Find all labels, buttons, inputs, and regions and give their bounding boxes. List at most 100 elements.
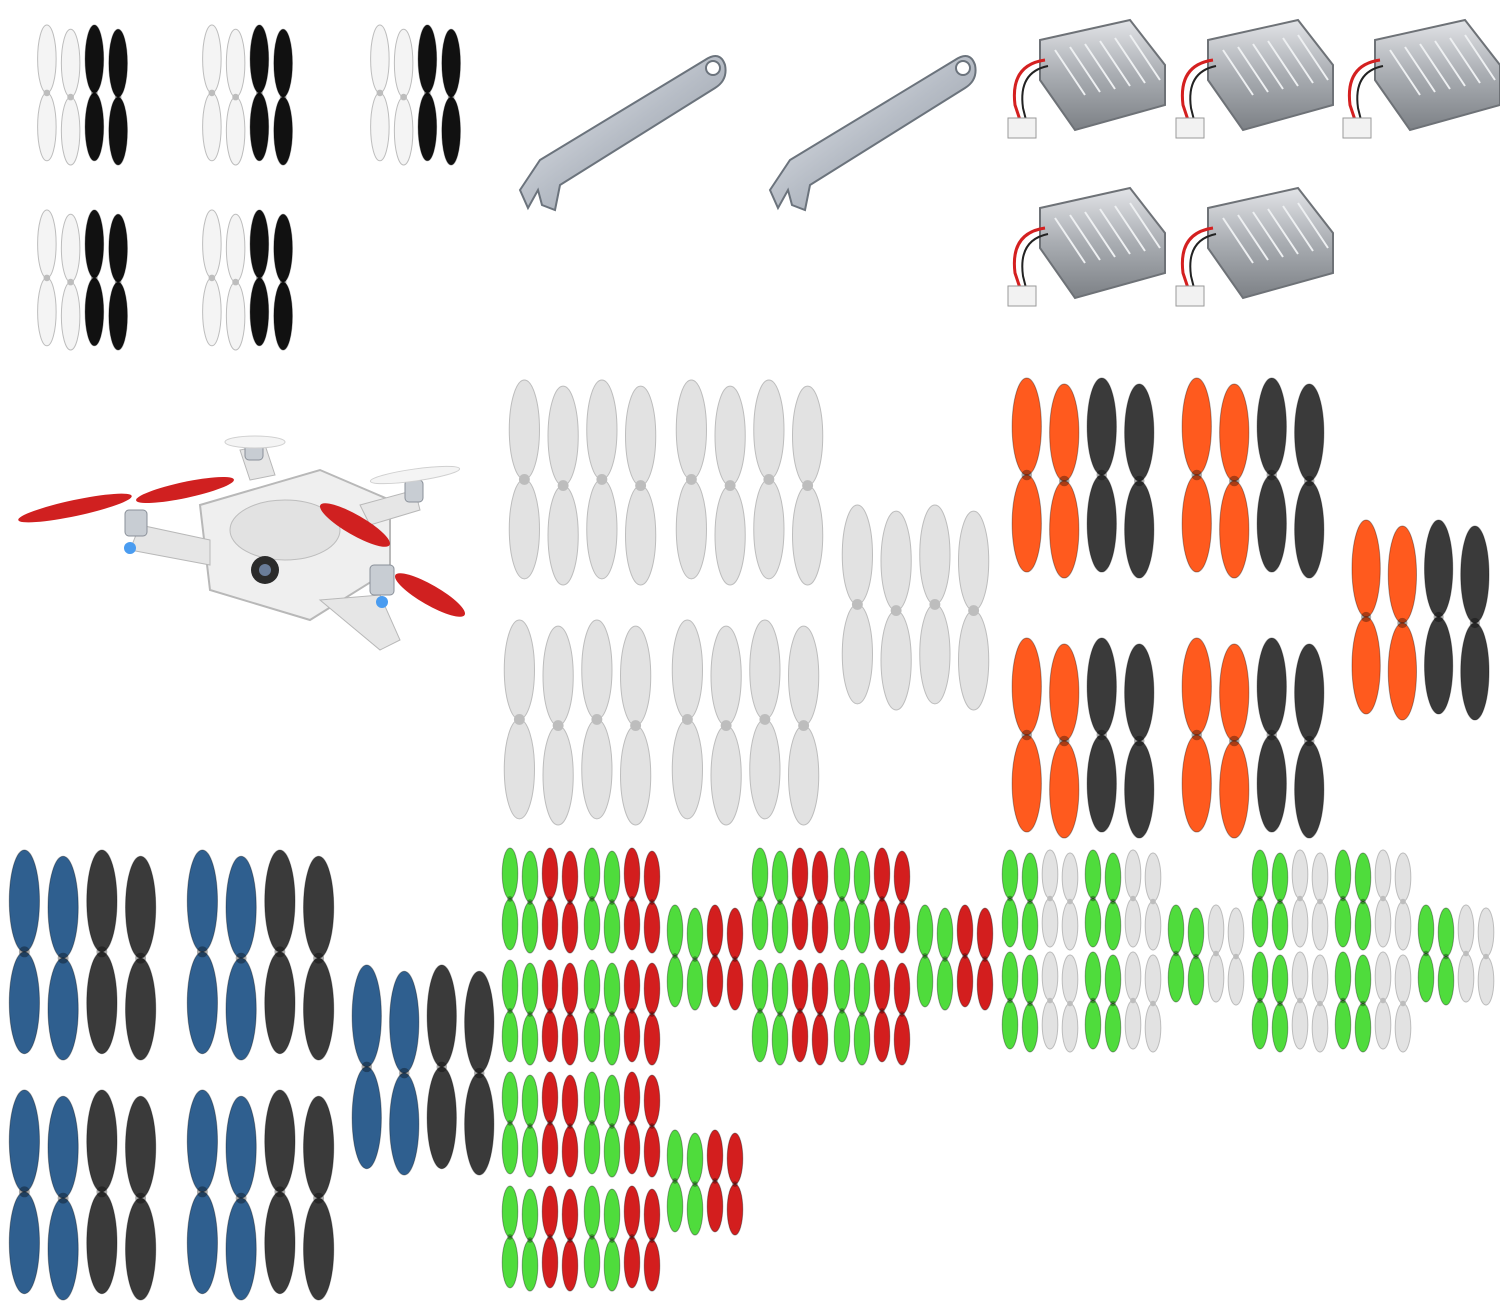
propeller-icon (625, 385, 657, 586)
propeller-icon (1207, 904, 1225, 1003)
propeller-icon (603, 850, 621, 954)
propeller-set (751, 847, 829, 954)
propeller-icon (370, 24, 390, 162)
propeller-icon (1437, 907, 1455, 1006)
propeller-icon (853, 850, 871, 954)
propeller-icon (916, 904, 934, 1008)
propeller-icon (1417, 904, 1435, 1003)
propeller-set (1334, 951, 1412, 1053)
propeller-set (583, 959, 661, 1066)
propeller-icon (1354, 954, 1372, 1053)
propeller-icon (666, 904, 684, 1008)
propeller-set (503, 619, 652, 826)
propeller-icon (1124, 643, 1155, 839)
propeller-icon (706, 904, 724, 1008)
propeller-packs (8, 24, 1495, 1301)
propeller-icon (1086, 377, 1117, 573)
propeller-set (370, 24, 461, 166)
propeller-icon (303, 1095, 335, 1301)
propeller-icon (1041, 849, 1059, 948)
propeller-set (841, 504, 990, 711)
propeller-set (666, 904, 744, 1011)
propeller-icon (753, 379, 785, 580)
propeller-icon (501, 847, 519, 951)
propeller-set (37, 24, 128, 166)
propeller-icon (1251, 951, 1269, 1050)
propeller-icon (811, 962, 829, 1066)
propeller-set (1167, 904, 1245, 1006)
propeller-set (8, 849, 157, 1061)
propeller-icon (37, 209, 57, 347)
lipo-battery-icon (1007, 18, 1166, 139)
propeller-icon (37, 24, 57, 162)
propeller-icon (1394, 852, 1412, 951)
propeller-icon (264, 1089, 296, 1295)
propeller-icon (583, 1071, 601, 1175)
propeller-icon (393, 28, 414, 166)
propeller-icon (749, 619, 781, 820)
propeller-icon (125, 855, 157, 1061)
prop-removal-tool (518, 55, 727, 212)
propeller-icon (1086, 637, 1117, 833)
propeller-icon (1294, 643, 1325, 839)
propeller-icon (1334, 849, 1352, 948)
propeller-icon (1291, 951, 1309, 1050)
propeller-icon (225, 28, 246, 166)
propeller-icon (561, 1188, 579, 1292)
propeller-icon (791, 959, 809, 1063)
propeller-icon (620, 625, 652, 826)
propeller-icon (351, 964, 382, 1170)
propeller-icon (1011, 377, 1042, 573)
propeller-icon (426, 964, 457, 1170)
propeller-set (351, 964, 495, 1176)
propeller-icon (541, 959, 559, 1063)
propeller-icon (249, 209, 270, 347)
propeller-set (186, 849, 335, 1061)
propeller-icon (1477, 907, 1495, 1006)
propeller-icon (936, 907, 954, 1011)
propeller-set (1084, 951, 1162, 1053)
propeller-set (1334, 849, 1412, 951)
propeller-icon (853, 962, 871, 1066)
propeller-icon (521, 850, 539, 954)
propeller-icon (1457, 904, 1475, 1003)
propeller-icon (873, 847, 891, 951)
propeller-icon (225, 855, 257, 1061)
propeller-set (1084, 849, 1162, 951)
propeller-icon (1021, 852, 1039, 951)
propeller-icon (441, 28, 461, 166)
propeller-icon (581, 619, 613, 820)
propeller-set (1181, 377, 1325, 579)
propeller-icon (1084, 849, 1102, 948)
propeller-icon (125, 1095, 157, 1301)
propeller-set (501, 959, 579, 1066)
quadcopter (18, 435, 465, 651)
propeller-icon (389, 970, 420, 1176)
propeller-set (202, 209, 293, 351)
propeller-icon (47, 855, 79, 1061)
propeller-icon (666, 1129, 684, 1233)
propeller-set (675, 379, 824, 586)
propeller-icon (586, 379, 618, 580)
propeller-icon (561, 850, 579, 954)
propeller-icon (249, 24, 270, 162)
propeller-icon (643, 1188, 661, 1292)
propeller-set (501, 1185, 579, 1292)
propeller-icon (60, 28, 81, 166)
propeller-set (583, 1185, 661, 1292)
propeller-icon (1394, 954, 1412, 1053)
propeller-icon (1124, 951, 1142, 1050)
propeller-icon (788, 625, 820, 826)
propeller-icon (1219, 643, 1250, 839)
propeller-icon (1061, 954, 1079, 1053)
propeller-icon (1001, 849, 1019, 948)
propeller-icon (603, 1074, 621, 1178)
propeller-icon (1256, 377, 1287, 573)
propeller-icon (225, 213, 246, 351)
quadcopter-icon (18, 435, 465, 651)
propeller-icon (958, 510, 990, 711)
propeller-icon (202, 209, 222, 347)
propeller-icon (464, 970, 495, 1176)
propeller-icon (108, 213, 128, 351)
